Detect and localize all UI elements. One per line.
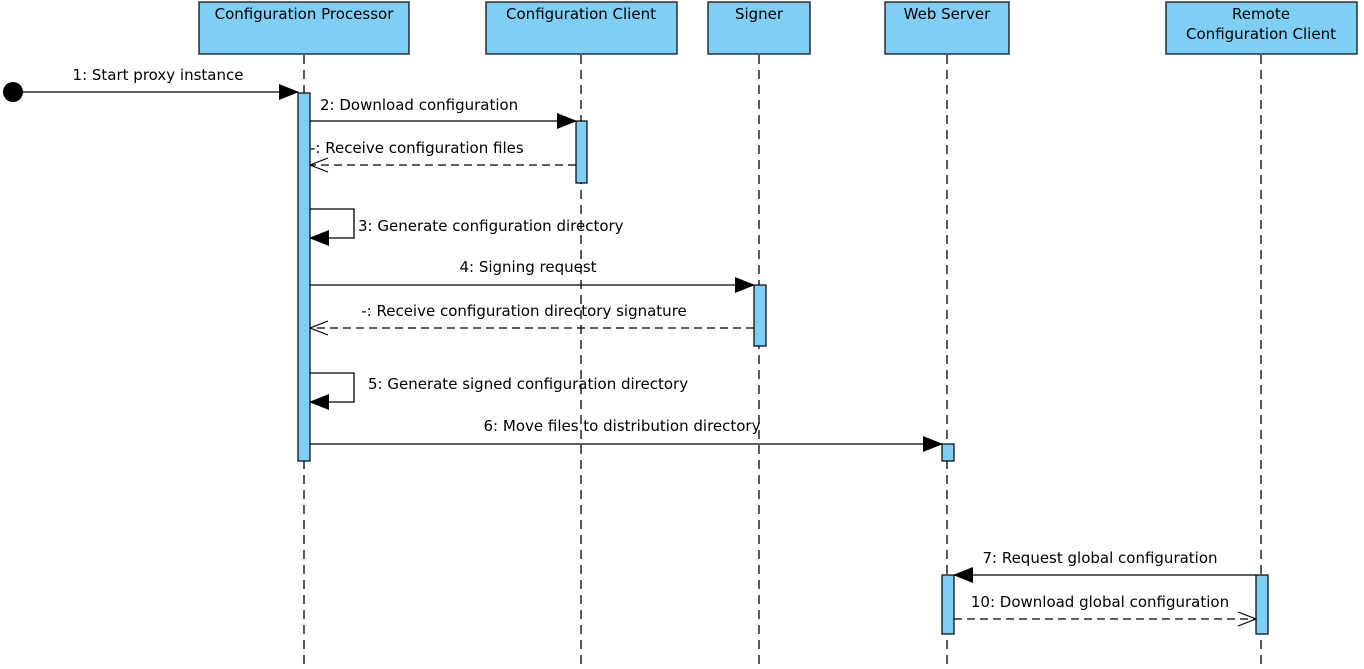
participant-configuration-processor: Configuration Processor (198, 1, 410, 55)
participant-configuration-client: Configuration Client (485, 1, 678, 55)
message-label: -: Receive configuration directory signa… (361, 302, 687, 320)
message-arrow (309, 208, 355, 246)
message-1: 1: Start proxy instance (3, 66, 299, 102)
message-5: 5: Generate signed configuration directo… (309, 372, 688, 410)
activation-configuration-client (575, 120, 588, 184)
participant-label: Configuration Processor (215, 5, 395, 23)
message-label: 7: Request global configuration (982, 549, 1217, 567)
activation-web-server-1 (941, 443, 955, 462)
message-label: -: Receive configuration files (310, 139, 524, 157)
activation-configuration-processor (297, 92, 311, 462)
message-label: 5: Generate signed configuration directo… (368, 375, 688, 393)
participant-label-line-2: Configuration Client (1186, 25, 1336, 43)
message-10: 10: Download global configuration (954, 593, 1256, 619)
participant-web-server: Web Server (884, 1, 1010, 55)
message-2-return: -: Receive configuration files (310, 139, 576, 165)
participant-label: Signer (735, 5, 784, 23)
activation-web-server-2 (941, 574, 955, 635)
messages: 1: Start proxy instance 2: Download conf… (3, 66, 1256, 619)
message-3: 3: Generate configuration directory (309, 208, 624, 246)
participant-label-line-1: Remote (1232, 5, 1290, 23)
message-2: 2: Download configuration (310, 96, 577, 129)
message-label: 6: Move files to distribution directory (484, 417, 761, 435)
message-6: 6: Move files to distribution directory (310, 417, 943, 452)
participant-label: Configuration Client (506, 5, 656, 23)
message-7: 7: Request global configuration (953, 549, 1256, 583)
message-arrow (309, 372, 355, 410)
message-label: 10: Download global configuration (971, 593, 1229, 611)
participants: Configuration Processor Configuration Cl… (198, 1, 1358, 55)
initial-node (3, 82, 23, 102)
message-label: 3: Generate configuration directory (358, 217, 624, 235)
participant-label: Web Server (904, 5, 991, 23)
activation-signer (753, 284, 767, 347)
activation-remote-configuration-client (1255, 574, 1269, 635)
message-label: 2: Download configuration (320, 96, 518, 114)
activations (297, 92, 1269, 635)
participant-remote-configuration-client: Remote Configuration Client (1165, 1, 1358, 55)
message-4: 4: Signing request (310, 258, 755, 293)
message-4-return: -: Receive configuration directory signa… (310, 302, 754, 328)
participant-signer: Signer (707, 1, 811, 55)
message-label: 1: Start proxy instance (73, 66, 244, 84)
message-label: 4: Signing request (459, 258, 596, 276)
